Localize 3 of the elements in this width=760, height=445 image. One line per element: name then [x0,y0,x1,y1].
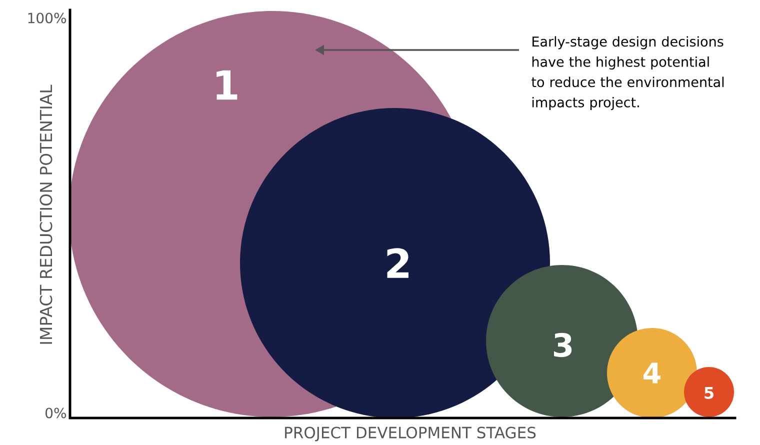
axis-title: IMPACT REDUCTION POTENTIAL [40,84,52,344]
axis-title: PROJECT DEVELOPMENT STAGES [285,426,536,442]
annotation-text: Early-stage design decisions have the highest potential to reduce the environmental impacts project. [532,36,724,110]
